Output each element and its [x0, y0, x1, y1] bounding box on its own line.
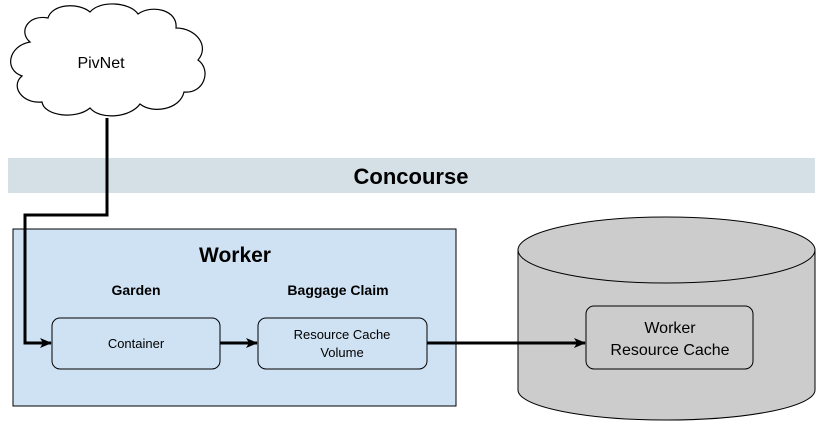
container-node[interactable]: Container [51, 317, 221, 370]
concourse-band-bg [8, 158, 815, 193]
resource-cache-volume-node[interactable]: Resource Cache Volume [257, 317, 428, 370]
edge-pivnet-to-container [23, 118, 109, 348]
resource-cache-volume-label-line2: Volume [320, 345, 363, 360]
resource-cache-volume-box[interactable] [257, 317, 428, 370]
garden-heading: Garden [111, 282, 160, 298]
worker-resource-cache-box[interactable] [585, 305, 754, 370]
cloud-icon [10, 3, 206, 117]
cylinder-top [517, 216, 816, 284]
baggage-claim-heading: Baggage Claim [287, 282, 388, 298]
worker-resource-cache-label-line2: Resource Cache [610, 342, 729, 359]
worker-resource-cache-label-line1: Worker [644, 320, 696, 337]
worker-resource-cache-node[interactable]: Worker Resource Cache [585, 305, 754, 370]
pivnet-cloud[interactable]: PivNet [10, 3, 206, 117]
worker-title: Worker [199, 244, 271, 267]
cache-cylinder: Worker Resource Cache [517, 216, 816, 421]
worker-box: Worker Garden Baggage Claim Container Re… [12, 228, 457, 407]
concourse-label: Concourse [354, 164, 469, 189]
resource-cache-volume-label-line1: Resource Cache [294, 327, 391, 342]
concourse-band: Concourse [8, 158, 815, 193]
pivnet-label: PivNet [77, 55, 125, 72]
container-label: Container [108, 336, 165, 351]
